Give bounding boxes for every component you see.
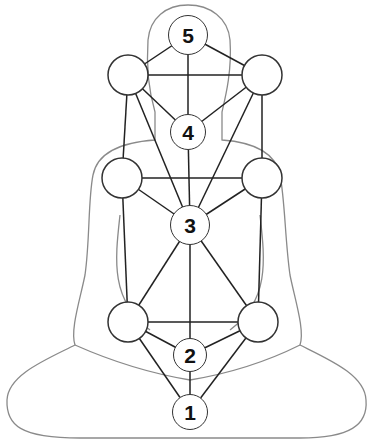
sefirah-circle: 3 — [170, 205, 210, 245]
sefirah-number: 1 — [184, 402, 196, 423]
sefirah-circle: 2 — [173, 338, 207, 372]
sefirah-circle: 1 — [172, 394, 208, 430]
sefirah-number: 5 — [182, 25, 194, 46]
empty-sefirah — [102, 55, 282, 342]
tree-path — [189, 372, 191, 394]
sefirah-number: 3 — [184, 215, 196, 236]
sefirah-number: 2 — [184, 345, 196, 366]
sefirah-circle: 4 — [170, 114, 206, 150]
tree-path — [188, 150, 189, 205]
tree-path — [189, 245, 191, 338]
sefirah-circle: 5 — [168, 15, 208, 55]
sefirah-number: 4 — [182, 122, 194, 143]
tree-path — [187, 55, 189, 114]
tree-paths — [122, 35, 262, 412]
seated-figure — [7, 5, 366, 438]
